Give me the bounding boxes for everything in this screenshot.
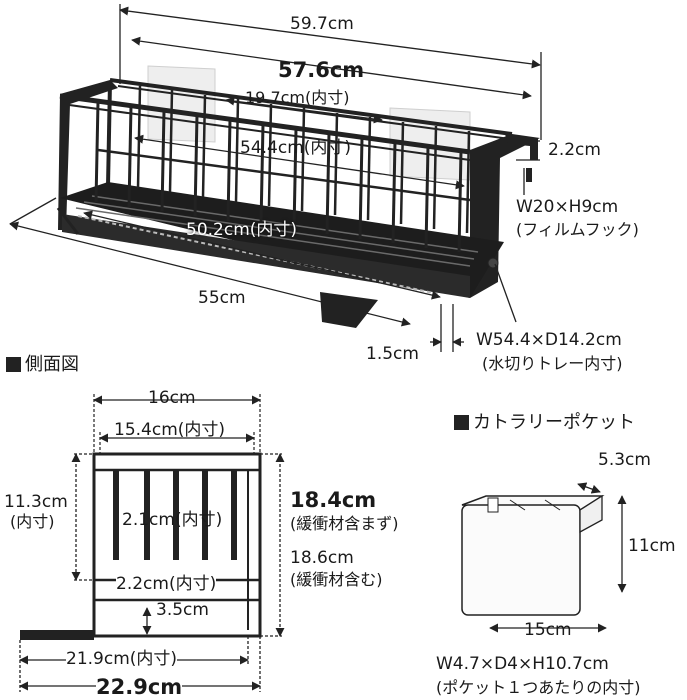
film-hook-size: W20×H9cm <box>516 197 619 217</box>
dim-mid-inner: 54.4cm(内寸) <box>240 138 352 158</box>
film-hook-label: (フィルムフック) <box>516 220 639 239</box>
side-gap-21: 2.1cm(内寸) <box>122 510 223 530</box>
dim-inner-width: 57.6cm <box>278 58 365 82</box>
main-dimension-lines <box>9 4 542 352</box>
side-height-35: 3.5cm <box>156 600 209 620</box>
tray-label: (水切りトレー内寸) <box>482 354 623 373</box>
dim-depth: 55cm <box>198 288 246 308</box>
dim-floor-inner: 50.2cm(内寸) <box>186 220 298 240</box>
cutlery-pocket-note: (ポケット１つあたりの内寸) <box>436 678 641 697</box>
cutlery-title: カトラリーポケット <box>454 414 635 432</box>
side-gap-22: 2.2cm(内寸) <box>116 574 217 594</box>
side-height-186-note: (緩衝材含む) <box>290 570 383 589</box>
side-height-184-note: (緩衝材含まず) <box>290 514 399 533</box>
side-width-229: 22.9cm <box>96 675 183 699</box>
tray-size: W54.4×D14.2cm <box>476 330 622 350</box>
side-view-title: 側面図 <box>6 356 79 374</box>
dim-total-width: 59.7cm <box>290 14 354 34</box>
side-view-drawing <box>19 394 285 692</box>
side-height-113: 11.3cm <box>4 492 68 512</box>
side-height-186: 18.6cm <box>290 548 354 568</box>
cutlery-height-11: 11cm <box>628 536 676 556</box>
side-width-219: 21.9cm(内寸) <box>66 649 178 669</box>
side-height-113-note: (内寸) <box>10 512 55 531</box>
cutlery-width-15: 15cm <box>524 620 572 640</box>
cutlery-width-53: 5.3cm <box>598 450 651 470</box>
cutlery-pocket-drawing <box>461 482 627 633</box>
side-height-184: 18.4cm <box>290 488 377 512</box>
dim-top-inner: 19.7cm(内寸) <box>245 88 350 107</box>
cutlery-pocket-size: W4.7×D4×H10.7cm <box>436 654 609 674</box>
side-width-154: 15.4cm(内寸) <box>114 420 226 440</box>
square-bullet-icon <box>6 357 21 372</box>
side-width-16: 16cm <box>148 388 196 408</box>
square-bullet-icon <box>454 415 469 430</box>
dim-hook-height: 2.2cm <box>548 140 601 160</box>
dim-foot: 1.5cm <box>366 344 419 364</box>
